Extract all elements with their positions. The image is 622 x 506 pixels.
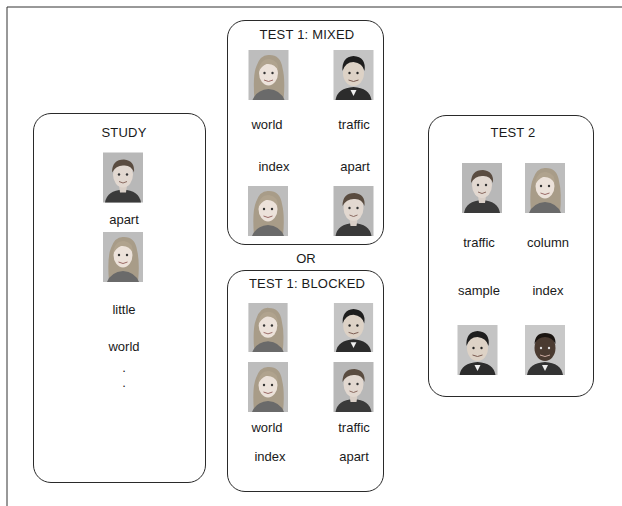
face-photo xyxy=(334,303,373,352)
face-photo xyxy=(103,232,143,282)
panel-heading: TEST 2 xyxy=(490,125,535,140)
word-label: apart xyxy=(109,212,139,227)
word-label: traffic xyxy=(338,117,370,132)
word-label: traffic xyxy=(463,235,495,250)
word-label: world xyxy=(251,117,282,132)
face-photo xyxy=(249,50,289,100)
face-photo xyxy=(248,362,288,412)
word-label: sample xyxy=(458,283,500,298)
word-label: . xyxy=(122,375,126,390)
word-label: traffic xyxy=(338,420,370,435)
face-photo xyxy=(334,186,374,236)
panel-heading: TEST 1: MIXED xyxy=(260,27,355,42)
word-label: index xyxy=(532,283,563,298)
frame-line xyxy=(7,7,8,506)
panel-heading: TEST 1: BLOCKED xyxy=(249,276,365,291)
word-label: . xyxy=(122,360,126,375)
word-label: column xyxy=(527,235,569,250)
separator-label: OR xyxy=(296,251,316,266)
word-label: index xyxy=(258,159,289,174)
face-photo xyxy=(334,50,374,100)
face-photo xyxy=(525,325,565,375)
word-label: apart xyxy=(340,159,370,174)
word-label: world xyxy=(108,339,139,354)
test-panel: TEST 2 traffic column sample index xyxy=(428,115,594,397)
word-label: apart xyxy=(339,449,369,464)
word-label: world xyxy=(251,420,282,435)
frame-line xyxy=(7,7,622,8)
face-photo xyxy=(334,362,374,412)
face-photo xyxy=(462,163,502,213)
word-label: little xyxy=(112,302,135,317)
face-photo xyxy=(525,163,565,213)
face-photo xyxy=(248,186,288,236)
word-label: index xyxy=(254,449,285,464)
study-panel: STUDY apart little world.. xyxy=(33,113,206,483)
face-photo xyxy=(248,303,287,352)
test-panel: TEST 1: BLOCKED world traffic index apart xyxy=(227,270,384,492)
face-photo xyxy=(103,153,143,203)
panel-heading: STUDY xyxy=(101,125,146,140)
test-panel: TEST 1: MIXED world traffic index apart xyxy=(227,20,384,245)
face-photo xyxy=(458,325,498,375)
